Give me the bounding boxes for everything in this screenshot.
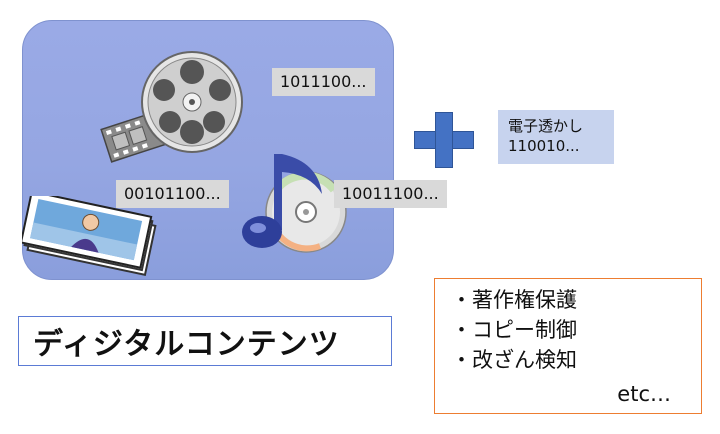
binary-label-top: 1011100... bbox=[272, 68, 375, 96]
music-cd-icon bbox=[242, 154, 347, 253]
watermark-box: 電子透かし 110010... bbox=[498, 110, 614, 164]
protection-uses-box: ・著作権保護 ・コピー制御 ・改ざん検知 etc… bbox=[434, 278, 702, 414]
plus-icon bbox=[414, 112, 474, 168]
digital-content-title: ディジタルコンテンツ bbox=[18, 316, 392, 366]
use-item: ・改ざん検知 bbox=[451, 348, 577, 372]
use-etc: etc… bbox=[617, 382, 671, 406]
use-item: ・著作権保護 bbox=[451, 288, 577, 312]
binary-label-left: 00101100... bbox=[116, 180, 229, 208]
watermark-label: 電子透かし bbox=[508, 117, 584, 135]
use-item: ・コピー制御 bbox=[451, 318, 577, 342]
watermark-bits: 110010... bbox=[508, 137, 580, 155]
binary-label-right: 10011100... bbox=[334, 180, 447, 208]
photos-icon bbox=[22, 196, 157, 276]
film-reel-icon bbox=[100, 51, 243, 163]
